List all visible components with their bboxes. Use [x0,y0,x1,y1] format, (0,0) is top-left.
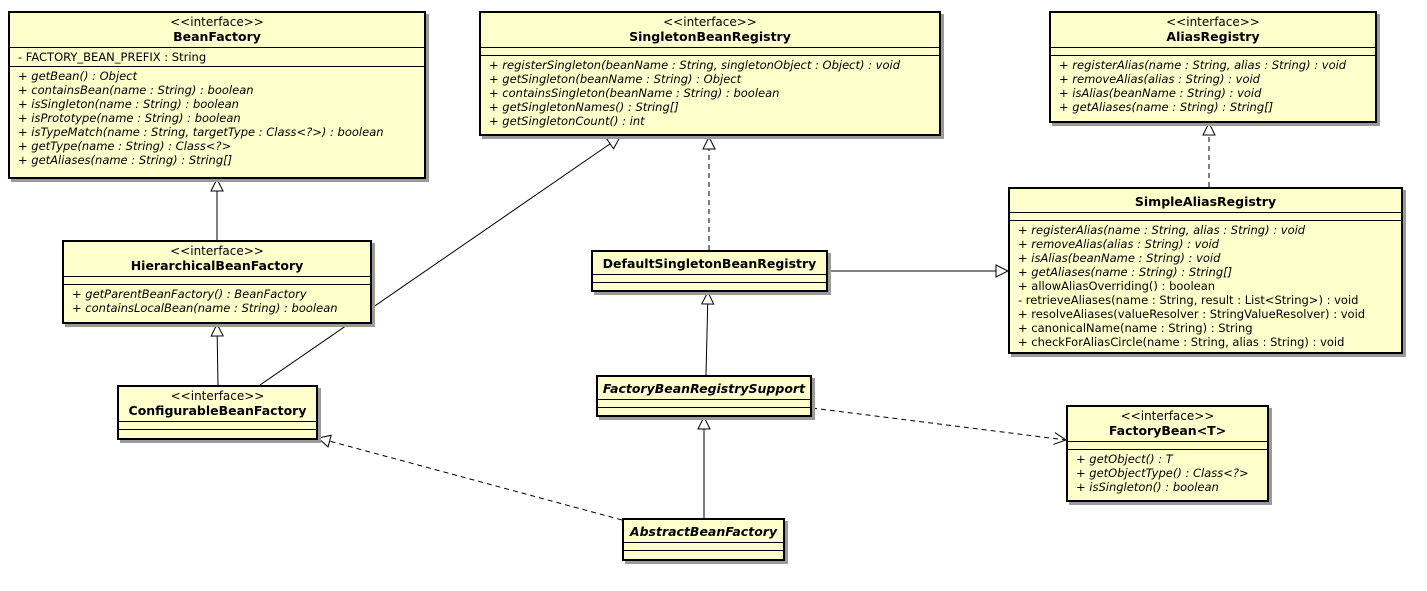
operation: + checkForAliasCircle(name : String, ali… [1018,335,1345,349]
class-name: AliasRegistry [1166,29,1260,44]
operation: + getObjectType() : Class<?> [1076,466,1249,480]
operations-section: + getObject() : T + getObjectType() : Cl… [1068,449,1267,496]
stereotype: <<interface>> [170,15,264,29]
attributes-section [593,274,826,282]
edge-abstractbeanfactory-implements-configurable [318,438,623,521]
class-configurable-bean-factory[interactable]: <<interface>> ConfigurableBeanFactory [117,385,318,440]
class-name: FactoryBeanRegistrySupport [602,381,806,396]
stereotype: <<interface>> [170,244,264,258]
class-factory-bean[interactable]: <<interface>> FactoryBean<T> + getObject… [1066,405,1269,502]
operation: - retrieveAliases(name : String, result … [1018,293,1359,307]
class-hierarchical-bean-factory[interactable]: <<interface>> HierarchicalBeanFactory + … [62,240,372,324]
operations-section: + registerAlias(name : String, alias : S… [1010,220,1401,351]
operations-section: + getParentBeanFactory() : BeanFactory +… [64,284,370,317]
attribute: - FACTORY_BEAN_PREFIX : String [18,50,207,64]
operation: + getAliases(name : String) : String[] [18,153,233,167]
edge-factorysupport-depends-factorybean [811,407,1066,440]
class-bean-factory[interactable]: <<interface>> BeanFactory - FACTORY_BEAN… [8,11,426,179]
operation: + removeAlias(alias : String) : void [1018,237,1219,251]
operation: + isAlias(beanName : String) : void [1059,86,1262,100]
operations-section: + getBean() : Object + containsBean(name… [10,66,424,169]
class-name: AbstractBeanFactory [629,524,778,539]
operation: + allowAliasOverriding() : boolean [1018,279,1216,293]
operation: + getBean() : Object [18,69,138,83]
operations-section: + registerSingleton(beanName : String, s… [481,55,939,130]
class-singleton-bean-registry[interactable]: <<interface>> SingletonBeanRegistry + re… [479,11,941,136]
class-name: ConfigurableBeanFactory [128,403,307,418]
class-name: SimpleAliasRegistry [1134,194,1277,209]
edge-configurable-extends-hierarchical [217,324,218,386]
operation: + containsLocalBean(name : String) : boo… [72,301,338,315]
edge-factorysupport-extends-defaultsingleton [706,292,708,376]
class-factory-bean-registry-support[interactable]: FactoryBeanRegistrySupport [596,375,812,417]
edge-configurable-extends-singletonregistry [259,137,620,386]
operation: + getSingleton(beanName : String) : Obje… [489,72,742,86]
operation: + canonicalName(name : String) : String [1018,321,1253,335]
class-simple-alias-registry[interactable]: SimpleAliasRegistry + registerAlias(name… [1008,187,1403,354]
operation: + registerAlias(name : String, alias : S… [1018,223,1306,237]
operations-section [598,407,810,415]
attributes-section [598,399,810,407]
class-alias-registry[interactable]: <<interface>> AliasRegistry + registerAl… [1049,11,1377,123]
operation: + getParentBeanFactory() : BeanFactory [72,287,307,301]
operations-section: + registerAlias(name : String, alias : S… [1051,55,1375,116]
operations-section [624,550,783,558]
operation: + getSingletonCount() : int [489,114,645,128]
class-name: FactoryBean<T> [1108,423,1227,438]
operation: + containsBean(name : String) : boolean [18,83,254,97]
class-name: HierarchicalBeanFactory [130,258,304,273]
operation: + getAliases(name : String) : String[] [1018,265,1233,279]
operation: + isAlias(beanName : String) : void [1018,251,1221,265]
attributes-section [64,276,370,284]
operation: + registerSingleton(beanName : String, s… [489,58,901,72]
class-name: SingletonBeanRegistry [629,29,791,44]
operation: + isSingleton(name : String) : boolean [18,97,239,111]
stereotype: <<interface>> [170,389,265,403]
operation: + getAliases(name : String) : String[] [1059,100,1274,114]
attributes-section [1068,441,1267,449]
operations-section [119,429,316,437]
class-abstract-bean-factory[interactable]: AbstractBeanFactory [622,518,785,561]
stereotype: <<interface>> [1166,15,1260,29]
attributes-section [624,542,783,550]
operation: + isSingleton() : boolean [1076,480,1219,494]
stereotype: <<interface>> [1120,409,1215,423]
operation: + containsSingleton(beanName : String) :… [489,86,780,100]
operation: + resolveAliases(valueResolver : StringV… [1018,307,1366,321]
operation: + getObject() : T [1076,452,1173,466]
operation: + getType(name : String) : Class<?> [18,139,232,153]
operation: + registerAlias(name : String, alias : S… [1059,58,1347,72]
stereotype: <<interface>> [663,15,757,29]
attributes-section [1010,212,1401,220]
class-default-singleton-bean-registry[interactable]: DefaultSingletonBeanRegistry [591,250,828,292]
attributes-section [481,47,939,55]
operations-section [593,282,826,290]
operation: + getSingletonNames() : String[] [489,100,679,114]
attributes-section [119,421,316,429]
class-name: DefaultSingletonBeanRegistry [602,256,817,271]
attributes-section: - FACTORY_BEAN_PREFIX : String [10,47,424,66]
class-name: BeanFactory [173,29,261,44]
operation: + isPrototype(name : String) : boolean [18,111,241,125]
operation: + removeAlias(alias : String) : void [1059,72,1260,86]
operation: + isTypeMatch(name : String, targetType … [18,125,384,139]
attributes-section [1051,47,1375,55]
